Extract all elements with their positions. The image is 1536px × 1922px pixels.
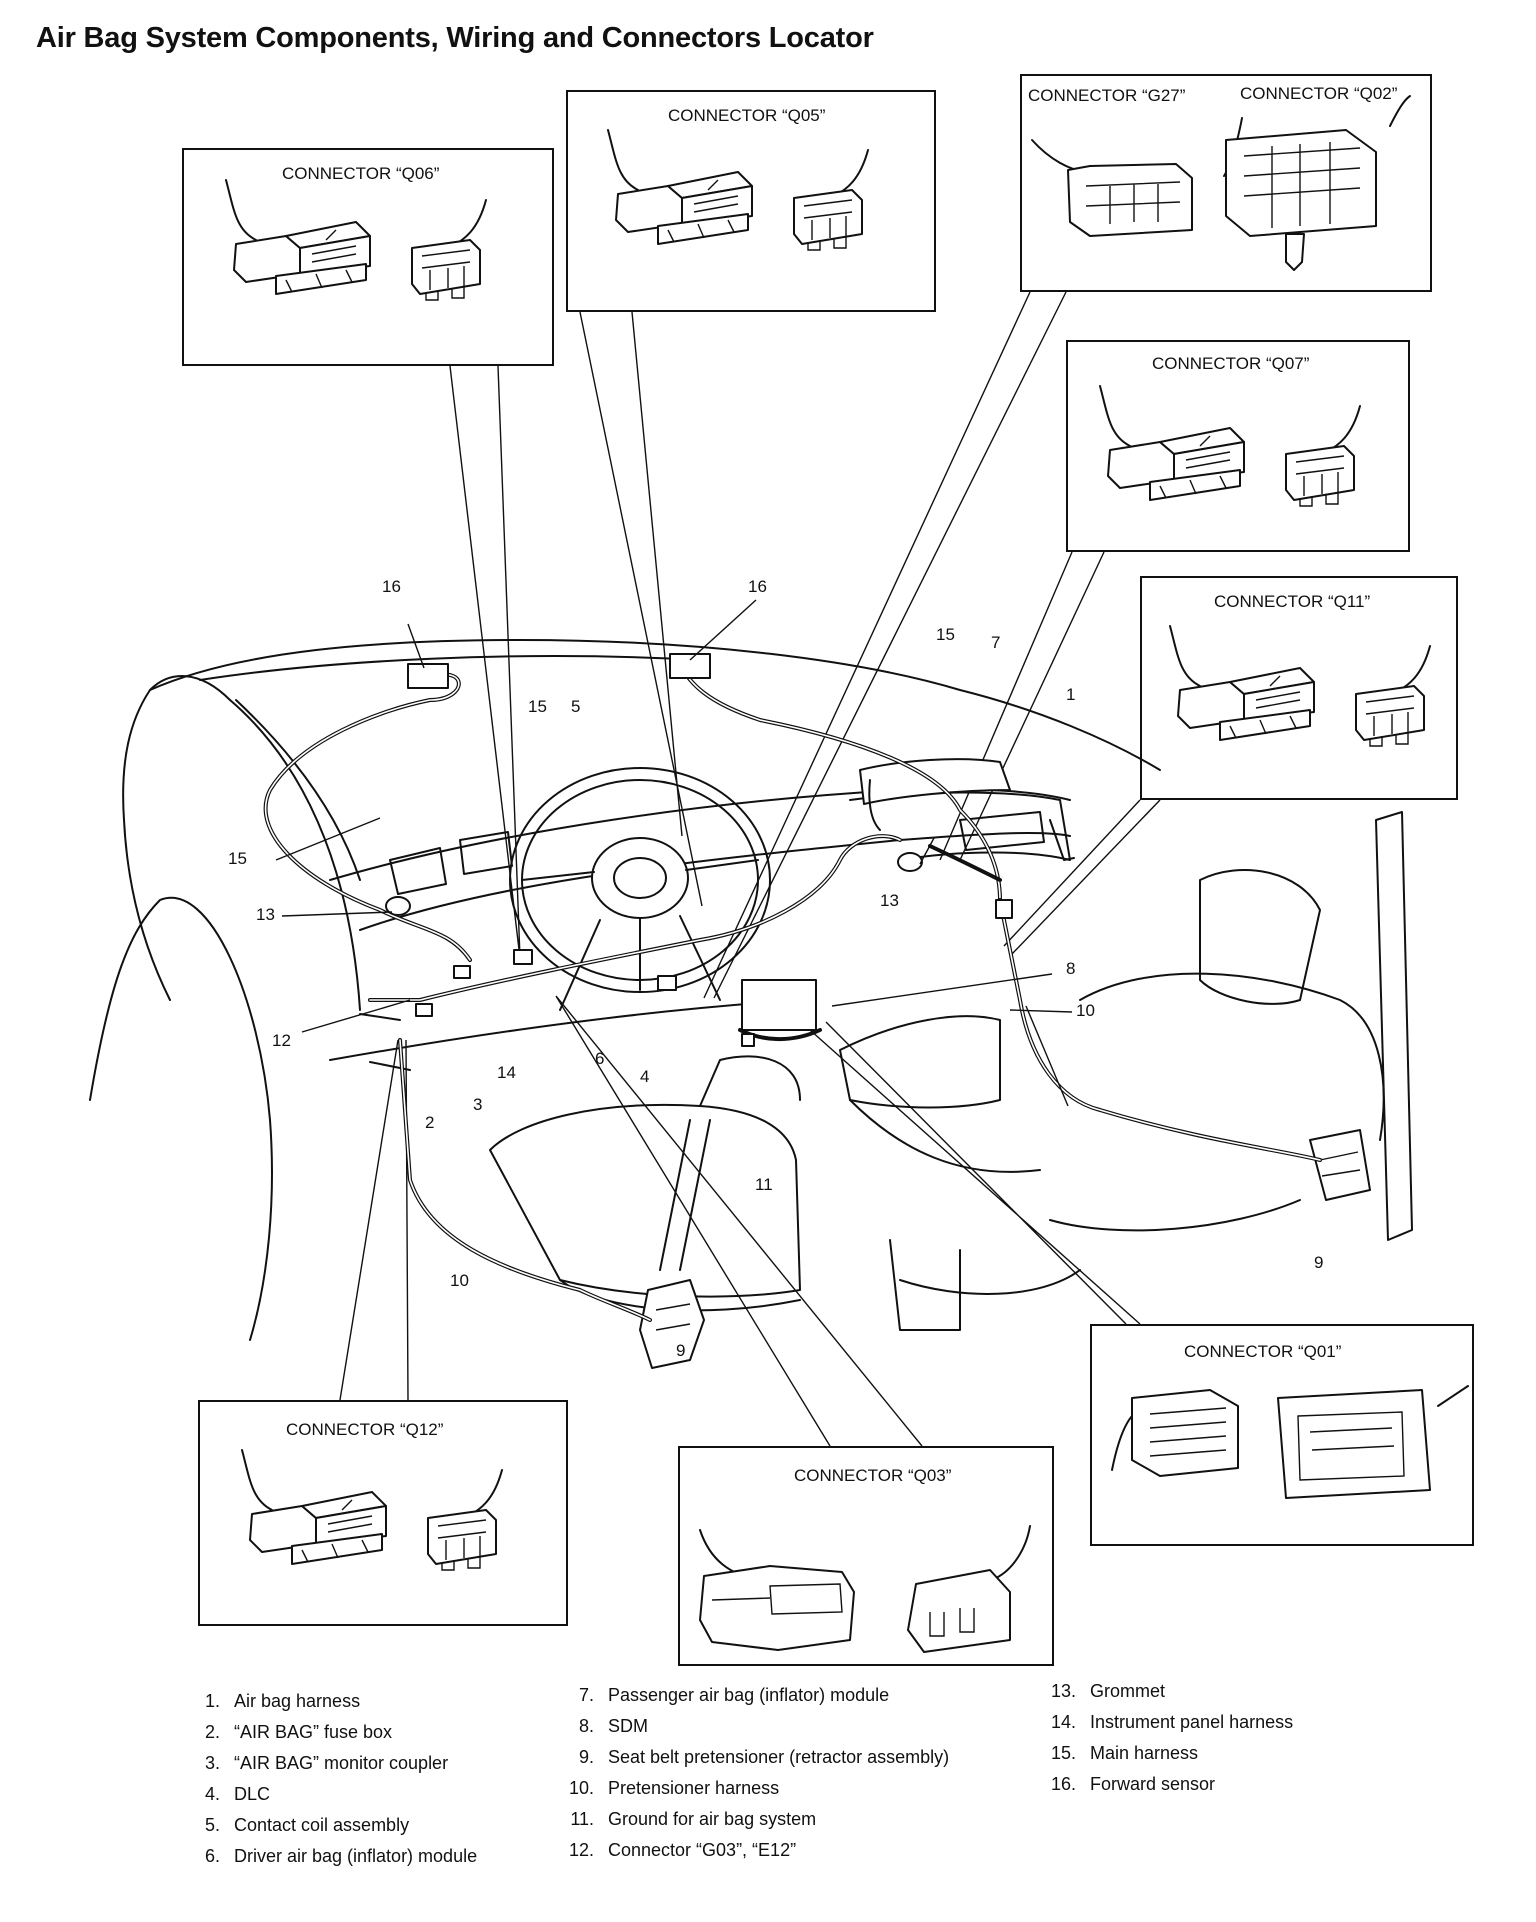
legend-item: 12.Connector “G03”, “E12” xyxy=(568,1840,797,1860)
callout-11: 11 xyxy=(755,1175,773,1194)
callout-14: 14 xyxy=(497,1063,516,1082)
callout-9-left: 9 xyxy=(676,1341,685,1360)
legend-item: 7.Passenger air bag (inflator) module xyxy=(578,1685,890,1705)
connector-q07-picture xyxy=(1099,385,1361,507)
legend-item: 15.Main harness xyxy=(1050,1743,1199,1763)
callout-9-right: 9 xyxy=(1314,1253,1323,1272)
connector-q05-label: CONNECTOR “Q05” xyxy=(668,106,826,125)
legend-item: 9.Seat belt pretensioner (retractor asse… xyxy=(578,1747,950,1767)
dlc-connector xyxy=(657,975,677,991)
legend-item: 6.Driver air bag (inflator) module xyxy=(204,1846,478,1866)
legend-item: 4.DLC xyxy=(204,1784,271,1804)
legend-item: 5.Contact coil assembly xyxy=(204,1815,410,1835)
callout-4: 4 xyxy=(640,1067,649,1086)
callout-2: 2 xyxy=(425,1113,434,1132)
callout-15-right: 15 xyxy=(936,625,955,644)
callout-10-left: 10 xyxy=(450,1271,469,1290)
callout-15-left: 15 xyxy=(228,849,247,868)
callout-13-right: 13 xyxy=(880,891,899,910)
legend-item: 14.Instrument panel harness xyxy=(1050,1712,1294,1732)
connector-q11-picture xyxy=(1169,625,1431,747)
callout-16-left: 16 xyxy=(382,577,401,596)
connector-q01-picture xyxy=(1111,1385,1469,1499)
callout-15-center: 15 xyxy=(528,697,547,716)
callout-leaders xyxy=(275,599,1073,1107)
forward-sensor-right xyxy=(669,653,711,679)
legend-item: 8.SDM xyxy=(578,1716,648,1736)
callout-numbers: 1 2 3 4 5 6 7 8 9 9 10 10 11 12 13 13 14… xyxy=(228,577,1323,1360)
callout-1: 1 xyxy=(1066,685,1075,704)
connector-q03-picture xyxy=(699,1525,1031,1653)
ground-point xyxy=(741,1033,755,1047)
connector-q05-box: CONNECTOR “Q05” xyxy=(566,90,936,312)
panel-harness-connector xyxy=(513,949,533,965)
monitor-coupler xyxy=(453,965,471,979)
callout-5: 5 xyxy=(571,697,580,716)
air-bag-harness-connector xyxy=(995,899,1013,919)
connector-q03-label: CONNECTOR “Q03” xyxy=(794,1466,952,1485)
connector-q07-label: CONNECTOR “Q07” xyxy=(1152,354,1310,373)
legend-item: 16.Forward sensor xyxy=(1050,1774,1216,1794)
connector-g27-label: CONNECTOR “G27” xyxy=(1028,86,1186,105)
sdm-module xyxy=(741,979,817,1031)
connector-g27-q02-picture xyxy=(1031,95,1411,271)
legend-item: 11.Ground for air bag system xyxy=(570,1809,817,1829)
connector-q05-picture xyxy=(607,129,869,251)
connector-q12-label: CONNECTOR “Q12” xyxy=(286,1420,444,1439)
grommet-left xyxy=(385,896,411,916)
connector-q06-label: CONNECTOR “Q06” xyxy=(282,164,440,183)
legend-item: 1.Air bag harness xyxy=(204,1691,361,1711)
harness-lines xyxy=(263,664,1322,1322)
grommet-right xyxy=(897,852,923,872)
legend-col3: 13.Grommet 14.Instrument panel harness 1… xyxy=(1042,1676,1293,1800)
callout-3: 3 xyxy=(473,1095,482,1114)
fuse-box xyxy=(415,1003,433,1017)
components xyxy=(385,653,1013,1047)
callout-8: 8 xyxy=(1066,959,1075,978)
legend-item: 3.“AIR BAG” monitor coupler xyxy=(204,1753,449,1773)
callout-10-right: 10 xyxy=(1076,1001,1095,1020)
connector-q06-picture xyxy=(225,179,487,301)
callout-13-left: 13 xyxy=(256,905,275,924)
connector-q12-picture xyxy=(241,1449,503,1571)
legend-col1: 1.Air bag harness 2.“AIR BAG” fuse box 3… xyxy=(186,1686,477,1872)
connector-q01-label: CONNECTOR “Q01” xyxy=(1184,1342,1342,1361)
callout-7: 7 xyxy=(991,633,1000,652)
forward-sensor-left xyxy=(407,663,449,689)
legend-col2: 7.Passenger air bag (inflator) module 8.… xyxy=(560,1680,949,1866)
legend-item: 2.“AIR BAG” fuse box xyxy=(204,1722,393,1742)
page-title: Air Bag System Components, Wiring and Co… xyxy=(36,22,874,54)
legend-item: 10.Pretensioner harness xyxy=(568,1778,780,1798)
legend-item: 13.Grommet xyxy=(1050,1681,1166,1701)
callout-16-right: 16 xyxy=(748,577,767,596)
connector-q11-label: CONNECTOR “Q11” xyxy=(1214,592,1371,611)
callout-12: 12 xyxy=(272,1031,291,1050)
connector-q02-label: CONNECTOR “Q02” xyxy=(1240,84,1398,103)
vehicle-body xyxy=(89,639,1413,1369)
callout-6: 6 xyxy=(595,1049,604,1068)
